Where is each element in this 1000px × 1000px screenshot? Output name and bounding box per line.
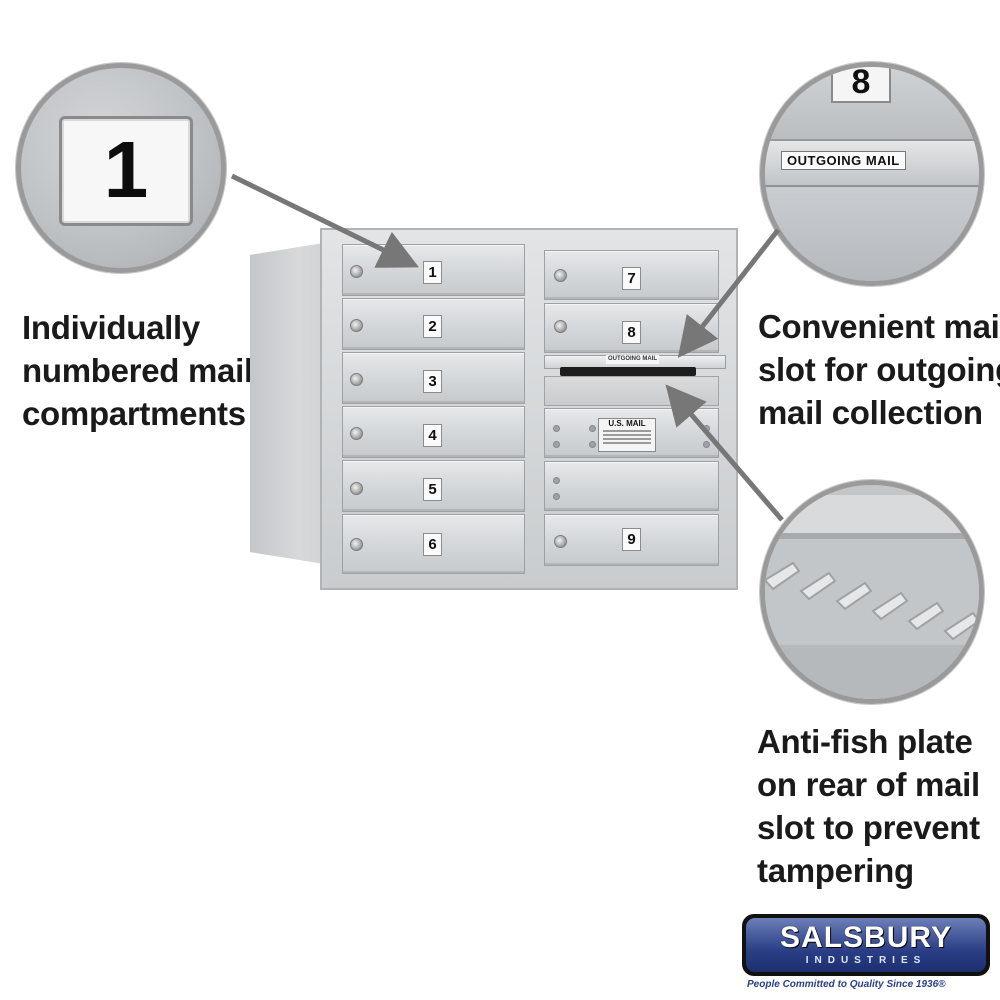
- zoom-number-text: 1: [103, 125, 149, 214]
- mailbox-side-panel: [250, 242, 330, 565]
- caption-line: slot for outgoing: [758, 351, 1000, 388]
- zoom-circle-antifish: [760, 480, 984, 704]
- lock-icon: [350, 482, 363, 495]
- rivet: [703, 425, 710, 432]
- rivet: [589, 441, 596, 448]
- caption-line: mail collection: [758, 394, 983, 431]
- door-number-tag: 7: [622, 267, 641, 290]
- outgoing-slot-opening: [560, 367, 696, 376]
- caption-line: slot to prevent: [757, 809, 980, 846]
- zoom-door-bottom: [765, 187, 979, 281]
- caption-numbered-compartments: Individually numbered mail compartments: [22, 306, 253, 435]
- door-number-tag: 6: [423, 533, 442, 556]
- outgoing-slot-panel: [544, 376, 719, 406]
- zoom-number-tag: 8: [831, 63, 891, 103]
- caption-line: Individually: [22, 309, 200, 346]
- door-number-tag: 8: [622, 321, 641, 344]
- logo-name: SALSBURY: [780, 921, 952, 954]
- logo-tagline: People Committed to Quality Since 1936®: [747, 979, 946, 990]
- caption-outgoing-slot: Convenient mail slot for outgoing mail c…: [758, 305, 1000, 434]
- rivet: [553, 493, 560, 500]
- usmail-plate: U.S. MAIL: [598, 418, 656, 452]
- door-number-tag: 2: [423, 315, 442, 338]
- door-number-tag: 5: [423, 478, 442, 501]
- lock-icon: [350, 319, 363, 332]
- caption-line: tampering: [757, 852, 914, 889]
- caption-line: Anti-fish plate: [757, 723, 973, 760]
- collection-door-lower: [544, 461, 719, 511]
- zoom-circle-number: 1: [16, 63, 226, 273]
- door-number-tag: 9: [622, 528, 641, 551]
- zoom-number-tag: 1: [59, 116, 193, 226]
- door-number-tag: 1: [423, 261, 442, 284]
- caption-line: numbered mail: [22, 352, 253, 389]
- logo-badge: SALSBURY INDUSTRIES: [746, 918, 986, 972]
- antifish-plate-graphic: [765, 485, 979, 699]
- rivet: [553, 441, 560, 448]
- caption-line: on rear of mail: [757, 766, 980, 803]
- caption-line: compartments: [22, 395, 246, 432]
- zoom-number-text: 8: [851, 63, 871, 101]
- lock-icon: [350, 538, 363, 551]
- salsbury-logo: SALSBURY INDUSTRIES: [742, 914, 990, 976]
- caption-line: Convenient mail: [758, 308, 1000, 345]
- usmail-plate-title: U.S. MAIL: [608, 419, 646, 428]
- lock-icon: [554, 535, 567, 548]
- rivet: [703, 441, 710, 448]
- caption-antifish-plate: Anti-fish plate on rear of mail slot to …: [757, 720, 980, 892]
- lock-icon: [350, 427, 363, 440]
- lock-icon: [350, 265, 363, 278]
- lock-icon: [554, 320, 567, 333]
- lock-icon: [350, 373, 363, 386]
- rivet: [553, 477, 560, 484]
- usmail-plate-fineprint: [603, 430, 651, 432]
- door-number-tag: 3: [423, 370, 442, 393]
- zoom-outgoing-label: OUTGOING MAIL: [781, 151, 906, 170]
- zoom-circle-outgoing: 8 OUTGOING MAIL: [760, 62, 984, 286]
- lock-icon: [554, 269, 567, 282]
- outgoing-slot-label: OUTGOING MAIL: [606, 355, 659, 364]
- rivet: [589, 425, 596, 432]
- door-number-tag: 4: [423, 424, 442, 447]
- logo-sub: INDUSTRIES: [805, 955, 927, 966]
- rivet: [553, 425, 560, 432]
